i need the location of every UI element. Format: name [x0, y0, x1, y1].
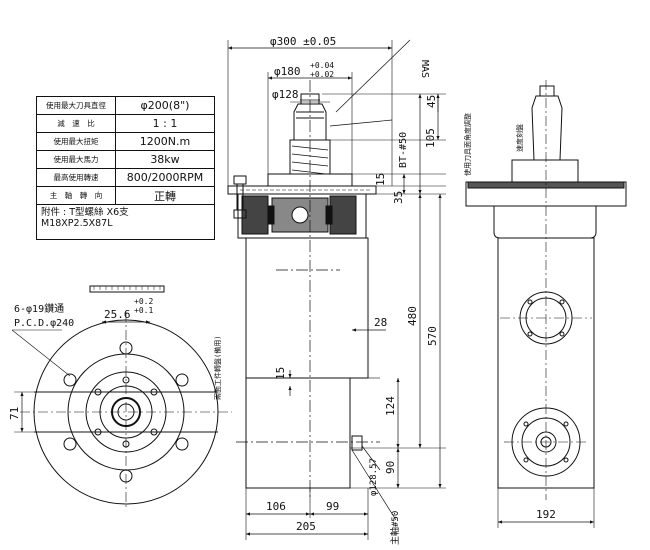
dim-w25-6-tol-upper: +0.2	[134, 297, 153, 306]
dim-holes: 6-φ19鑽通	[14, 302, 64, 315]
dim-h45: 45	[425, 95, 438, 108]
top-flange	[227, 173, 377, 195]
spindle-nose	[351, 435, 363, 451]
spec-label: 使用最大扭矩	[36, 132, 116, 151]
spec-value: 1200N.m	[115, 132, 215, 151]
label-scale-note: 速度刻盤	[515, 124, 524, 152]
front-view	[227, 39, 446, 540]
spec-table: 使用最大刀具直徑 φ200(8") 減 速 比 1 : 1 使用最大扭矩 120…	[36, 96, 215, 240]
label-mas: MAS	[419, 60, 430, 78]
dim-d180-tol-lower: +0.02	[310, 70, 334, 79]
dim-h90: 90	[384, 461, 397, 474]
label-spindle-50: 主軸#50	[389, 511, 401, 545]
label-adjust-note: 使用刀具面角度調整	[463, 113, 472, 176]
spec-note-line1: 附件 : T型螺絲 X6支	[41, 207, 129, 218]
spec-note-line2: M18XP2.5X87L	[41, 218, 113, 229]
head-section	[237, 193, 367, 239]
dim-w25-6-tol-lower: +0.1	[134, 306, 153, 315]
dim-h35: 35	[392, 191, 405, 204]
spec-note-row: 附件 : T型螺絲 X6支 M18XP2.5X87L	[36, 204, 215, 240]
dim-w106: 106	[266, 500, 286, 513]
spec-row: 減 速 比 1 : 1	[36, 114, 215, 133]
dim-w192: 192	[536, 508, 556, 521]
spec-label: 減 速 比	[36, 114, 116, 133]
dim-pcd: P.C.D.φ240	[14, 318, 74, 329]
spec-row: 使用最大馬力 38kw	[36, 150, 215, 169]
dim-h570: 570	[426, 326, 439, 346]
dim-h105: 105	[424, 128, 437, 148]
label-side-note: 兩面工件轉盤(備用)	[213, 336, 222, 400]
spec-label: 最高使用轉速	[36, 168, 116, 187]
spec-value: 正轉	[115, 186, 215, 205]
dim-d180: φ180	[274, 65, 301, 78]
bottom-view-labels: 6-φ19鑽通 P.C.D.φ240 25.6 +0.2 +0.1 71	[8, 297, 153, 420]
scale-ruler	[89, 285, 165, 293]
spec-row: 使用最大刀具直徑 φ200(8")	[36, 96, 215, 115]
dim-d180-tol-upper: +0.04	[310, 61, 334, 70]
lower-body	[245, 377, 351, 489]
label-bt50: BT-#50	[398, 132, 409, 168]
spec-row: 使用最大扭矩 1200N.m	[36, 132, 215, 151]
spec-value: φ200(8")	[115, 96, 215, 115]
spec-label: 使用最大刀具直徑	[36, 96, 116, 115]
side-view-labels: 192 速度刻盤 使用刀具面角度調整	[463, 113, 556, 521]
spec-value: 800/2000RPM	[115, 168, 215, 187]
dim-w99: 99	[326, 500, 339, 513]
spec-value: 1 : 1	[115, 114, 215, 133]
spec-note: 附件 : T型螺絲 X6支 M18XP2.5X87L	[36, 204, 215, 240]
front-view-labels: φ300 ±0.05 φ180 +0.04 +0.02 φ128 45 105 …	[213, 35, 439, 545]
spec-row: 最高使用轉速 800/2000RPM	[36, 168, 215, 187]
dim-h15-mid: 15	[274, 367, 287, 380]
dim-d300: φ300 ±0.05	[270, 35, 336, 48]
spec-label: 主 軸 轉 向	[36, 186, 116, 205]
spec-row: 主 軸 轉 向 正轉	[36, 186, 215, 205]
center-lines	[236, 80, 380, 500]
extension-lines	[227, 40, 446, 540]
dim-h71: 71	[8, 407, 21, 420]
side-view	[465, 80, 627, 528]
dim-w28: 28	[374, 316, 387, 329]
main-body	[245, 237, 369, 379]
dim-d128-57: φ128.57	[369, 458, 379, 496]
bottom-view	[11, 285, 232, 510]
side-bolt	[233, 175, 247, 219]
dim-d128: φ128	[272, 88, 299, 101]
dim-w205: 205	[296, 520, 316, 533]
dim-h480: 480	[406, 306, 419, 326]
dim-h124: 124	[384, 396, 397, 416]
dim-h15-top: 15	[374, 173, 387, 186]
spec-value: 38kw	[115, 150, 215, 169]
ruler-ticks	[93, 286, 161, 290]
dim-w25-6: 25.6	[104, 308, 131, 321]
dimension-lines	[228, 39, 442, 536]
spec-label: 使用最大馬力	[36, 150, 116, 169]
